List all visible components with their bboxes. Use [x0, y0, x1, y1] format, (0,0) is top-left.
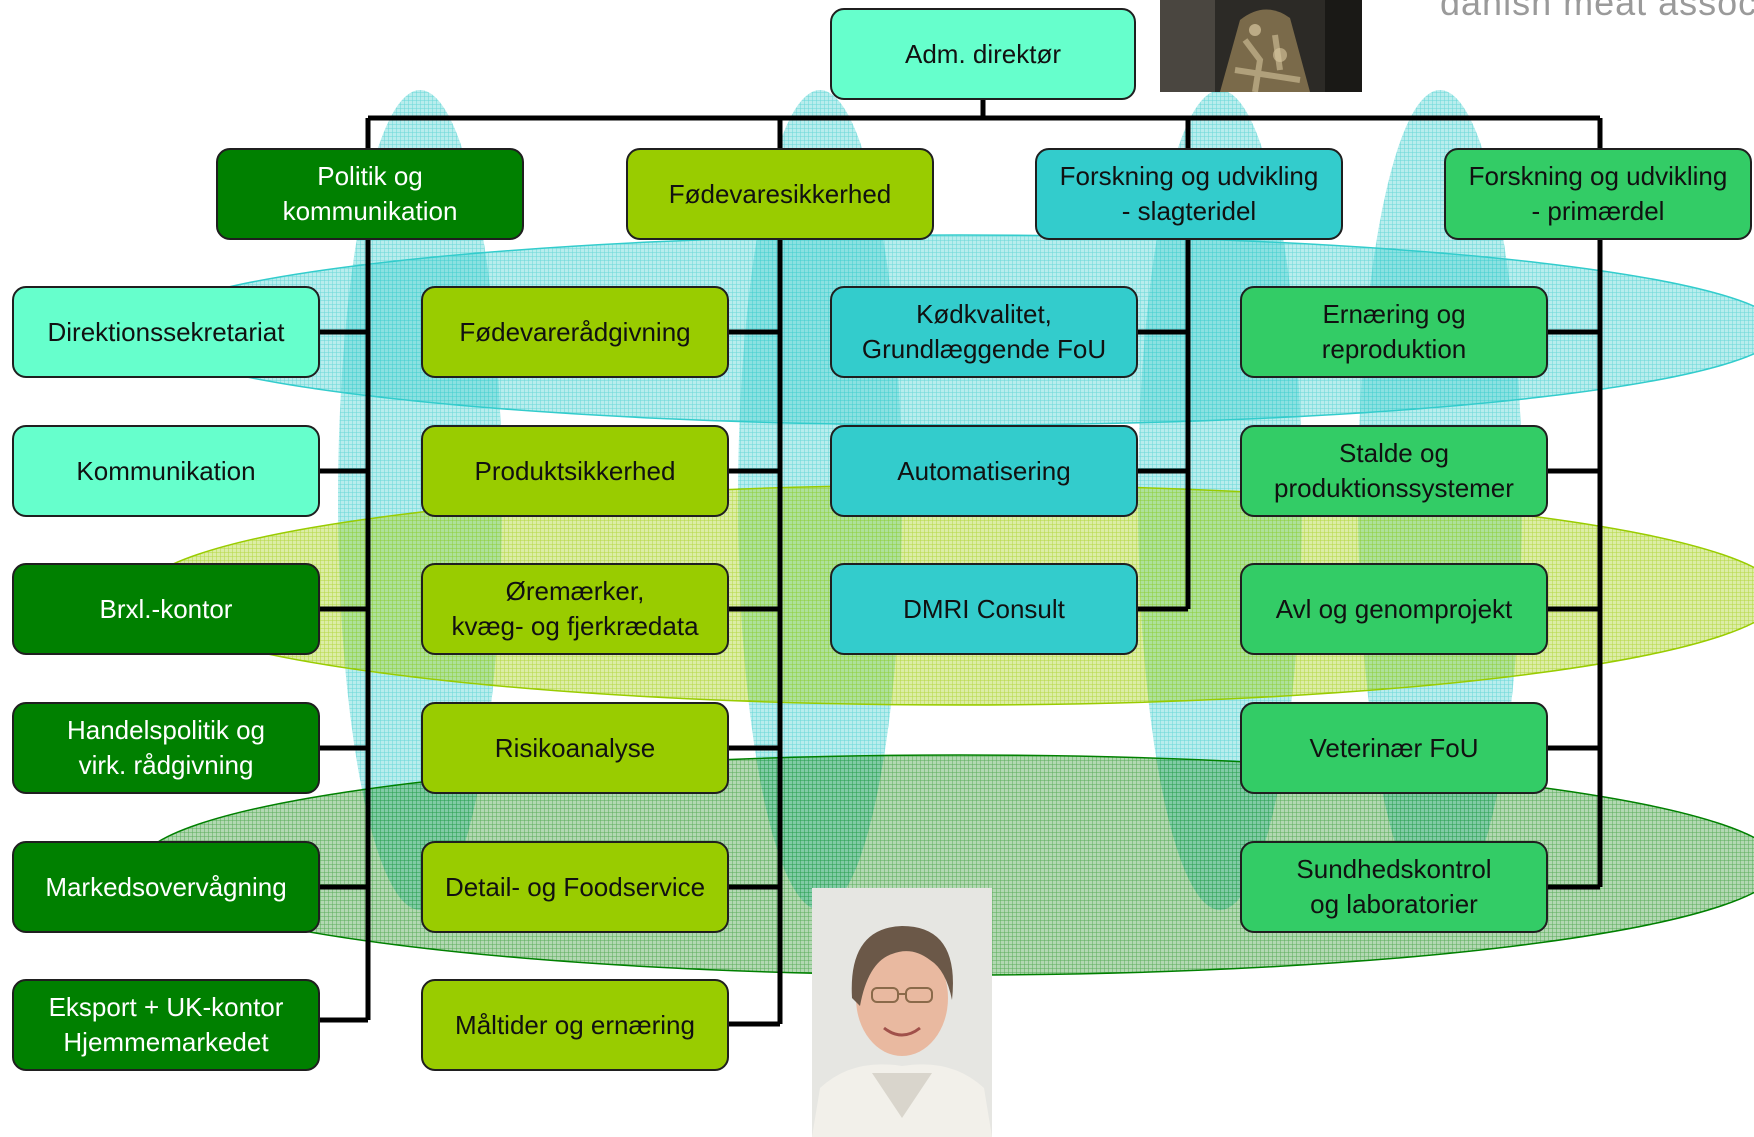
kodkvalitet-box: Kødkvalitet, Grundlæggende FoU	[830, 286, 1138, 378]
fodevareradgivning-box: Fødevarerådgivning	[421, 286, 729, 378]
eksport-uk-kontor-box: Eksport + UK-kontor Hjemmemarkedet	[12, 979, 320, 1071]
maltider-ernaering-box: Måltider og ernæring	[421, 979, 729, 1071]
dept-politik-box: Politik og kommunikation	[216, 148, 524, 240]
handelspolitik-box: Handelspolitik og virk. rådgivning	[12, 702, 320, 794]
risikoanalyse-box: Risikoanalyse	[421, 702, 729, 794]
person-portrait-photo	[812, 888, 992, 1137]
kommunikation-box: Kommunikation	[12, 425, 320, 517]
director-photo	[1160, 0, 1362, 92]
detail-foodservice-box: Detail- og Foodservice	[421, 841, 729, 933]
markedsovervagning-box: Markedsovervågning	[12, 841, 320, 933]
oremaerker-box: Øremærker, kvæg- og fjerkrædata	[421, 563, 729, 655]
dept-forskning-slagteridel-box: Forskning og udvikling - slagteridel	[1035, 148, 1343, 240]
direktionssekretariat-box: Direktionssekretariat	[12, 286, 320, 378]
ernaering-reproduktion-box: Ernæring og reproduktion	[1240, 286, 1548, 378]
produktsikkerhed-box: Produktsikkerhed	[421, 425, 729, 517]
adm-direktor-box: Adm. direktør	[830, 8, 1136, 100]
automatisering-box: Automatisering	[830, 425, 1138, 517]
brand-logo-text: danish meat associati	[1440, 0, 1754, 24]
dmri-consult-box: DMRI Consult	[830, 563, 1138, 655]
dept-forskning-primaerdel-box: Forskning og udvikling - primærdel	[1444, 148, 1752, 240]
dept-fodevaresikkerhed-box: Fødevaresikkerhed	[626, 148, 934, 240]
brxl-kontor-box: Brxl.-kontor	[12, 563, 320, 655]
sundhedskontrol-box: Sundhedskontrol og laboratorier	[1240, 841, 1548, 933]
veterinaer-fou-box: Veterinær FoU	[1240, 702, 1548, 794]
stalde-produktionssystemer-box: Stalde og produktionssystemer	[1240, 425, 1548, 517]
avl-genomprojekt-box: Avl og genomprojekt	[1240, 563, 1548, 655]
